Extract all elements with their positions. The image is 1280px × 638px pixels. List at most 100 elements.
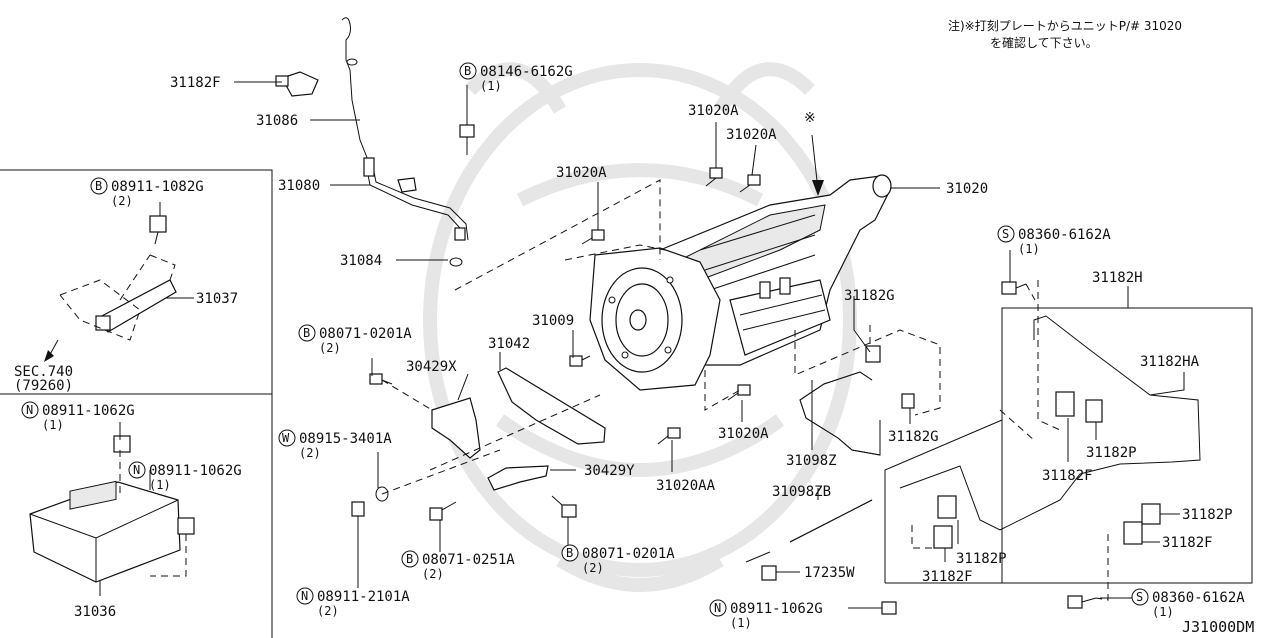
inset-box-bracket	[0, 169, 273, 638]
label-31020a-1: 31020A	[688, 103, 739, 119]
bolt-31020a-3	[581, 229, 605, 245]
svg-text:B: B	[464, 64, 471, 78]
svg-text:08071-0251A: 08071-0251A	[422, 552, 515, 568]
assembly-lines	[59, 179, 1109, 601]
asterisk-arrow-head-icon	[812, 180, 824, 196]
label-17235w: 17235W	[804, 565, 855, 581]
svg-text:08360-6162A: 08360-6162A	[1018, 227, 1111, 243]
callout-b-08911-1082: B 08911-1082G (2)	[90, 177, 204, 208]
svg-text:(1): (1)	[149, 478, 171, 492]
label-31182h: 31182H	[1092, 270, 1143, 286]
transmission-assembly	[589, 174, 892, 391]
tube-clip	[275, 71, 319, 97]
svg-text:(2): (2)	[422, 567, 444, 581]
clip-31182p-1	[1085, 399, 1103, 423]
clip-31182p-3	[1141, 503, 1161, 525]
bolt-08360-top	[1001, 281, 1027, 295]
control-unit-31036	[29, 435, 195, 583]
svg-text:(2): (2)	[299, 446, 321, 460]
label-31036: 31036	[74, 604, 116, 620]
svg-text:N: N	[133, 463, 140, 477]
label-31182f-top: 31182F	[170, 75, 221, 91]
svg-text:N: N	[301, 589, 308, 603]
nut-08911-2101	[351, 501, 365, 517]
label-31182f-2: 31182F	[922, 569, 973, 585]
callout-n-08911-2101: N 08911-2101A (2)	[296, 587, 410, 618]
bolt-08360-bot	[1067, 595, 1097, 609]
clip-31182f-1	[1055, 391, 1075, 417]
label-31086: 31086	[256, 113, 298, 129]
bolt-31020a-4	[727, 384, 751, 401]
svg-text:(2): (2)	[317, 604, 339, 618]
svg-text:W: W	[282, 431, 290, 445]
svg-text:08911-1082G: 08911-1082G	[111, 179, 204, 195]
bolt-08071-top	[369, 373, 393, 385]
svg-text:S: S	[1002, 227, 1009, 241]
inset-box-tube	[1001, 307, 1253, 584]
label-30429y: 30429Y	[584, 463, 635, 479]
bracket-30429y	[487, 465, 549, 491]
svg-text:N: N	[714, 601, 721, 615]
clip-31182f-2	[933, 525, 953, 549]
svg-text:(2): (2)	[582, 561, 604, 575]
label-31020aa: 31020AA	[656, 478, 716, 494]
label-31020: 31020	[946, 181, 988, 197]
callout-s-08360-bot: S 08360-6162A (1)	[1131, 588, 1245, 619]
sec-ref-line-2: (79260)	[14, 378, 73, 394]
nut-08911-1062-c	[881, 601, 897, 615]
svg-text:(1): (1)	[480, 79, 502, 93]
label-31182p-3: 31182P	[1182, 507, 1233, 523]
svg-text:08146-6162G: 08146-6162G	[480, 64, 573, 80]
label-31080: 31080	[278, 178, 320, 194]
watermark-emblem-icon	[423, 62, 857, 592]
diagram-id: J31000DM	[1182, 618, 1254, 636]
svg-text:08911-1062G: 08911-1062G	[42, 403, 135, 419]
note-line-2: を確認して下さい。	[990, 35, 1098, 50]
svg-text:08911-1062G: 08911-1062G	[730, 601, 823, 617]
svg-text:08071-0201A: 08071-0201A	[582, 546, 675, 562]
label-31182p-1: 31182P	[1086, 445, 1137, 461]
bolt-31009	[569, 355, 591, 367]
callout-n-08911-1062-c: N 08911-1062G (1)	[709, 599, 823, 630]
svg-text:(2): (2)	[111, 194, 133, 208]
bolt-08071-0251	[429, 501, 457, 521]
label-31182p-2: 31182P	[956, 551, 1007, 567]
bolt-08146	[459, 85, 475, 155]
svg-text:(2): (2)	[319, 341, 341, 355]
label-31037: 31037	[196, 291, 238, 307]
svg-text:N: N	[26, 403, 33, 417]
sec-arrow-head-icon	[44, 350, 54, 362]
bracket-30429x	[431, 397, 481, 459]
label-31009: 31009	[532, 313, 574, 329]
label-31182f-1: 31182F	[1042, 468, 1093, 484]
svg-text:B: B	[303, 326, 310, 340]
svg-text:S: S	[1136, 590, 1143, 604]
callout-n-08911-1062-a: N 08911-1062G (1)	[21, 401, 135, 432]
clip-31182p-2	[937, 495, 957, 519]
label-30429x: 30429X	[406, 359, 457, 375]
asterisk-mark: ※	[804, 110, 816, 126]
label-31182f-3: 31182F	[1162, 535, 1213, 551]
o-ring	[449, 257, 463, 267]
clamp-31182g-2	[901, 393, 915, 409]
svg-text:B: B	[406, 552, 413, 566]
svg-text:(1): (1)	[1018, 242, 1040, 256]
sec-ref-line-1: SEC.740	[14, 364, 73, 380]
label-31182ha: 31182HA	[1140, 354, 1200, 370]
svg-text:B: B	[566, 546, 573, 560]
clip-31182f-3	[1123, 521, 1143, 545]
label-31182g-2: 31182G	[888, 429, 939, 445]
svg-text:08360-6162A: 08360-6162A	[1152, 590, 1245, 606]
label-31098zb: 31098ZB	[772, 484, 831, 500]
callout-w-08915: W 08915-3401A (2)	[278, 429, 392, 460]
dipstick-tube	[363, 157, 469, 241]
callout-n-08911-1062-b: N 08911-1062G (1)	[128, 461, 242, 492]
svg-text:08911-1062G: 08911-1062G	[149, 463, 242, 479]
callout-s-08360-top: S 08360-6162A (1)	[997, 225, 1111, 256]
svg-text:08915-3401A: 08915-3401A	[299, 431, 392, 447]
label-31020a-2: 31020A	[726, 127, 777, 143]
callout-b-08071-0251: B 08071-0251A (2)	[401, 550, 515, 581]
bracket-31037	[95, 215, 177, 333]
label-31020a-4: 31020A	[718, 426, 769, 442]
